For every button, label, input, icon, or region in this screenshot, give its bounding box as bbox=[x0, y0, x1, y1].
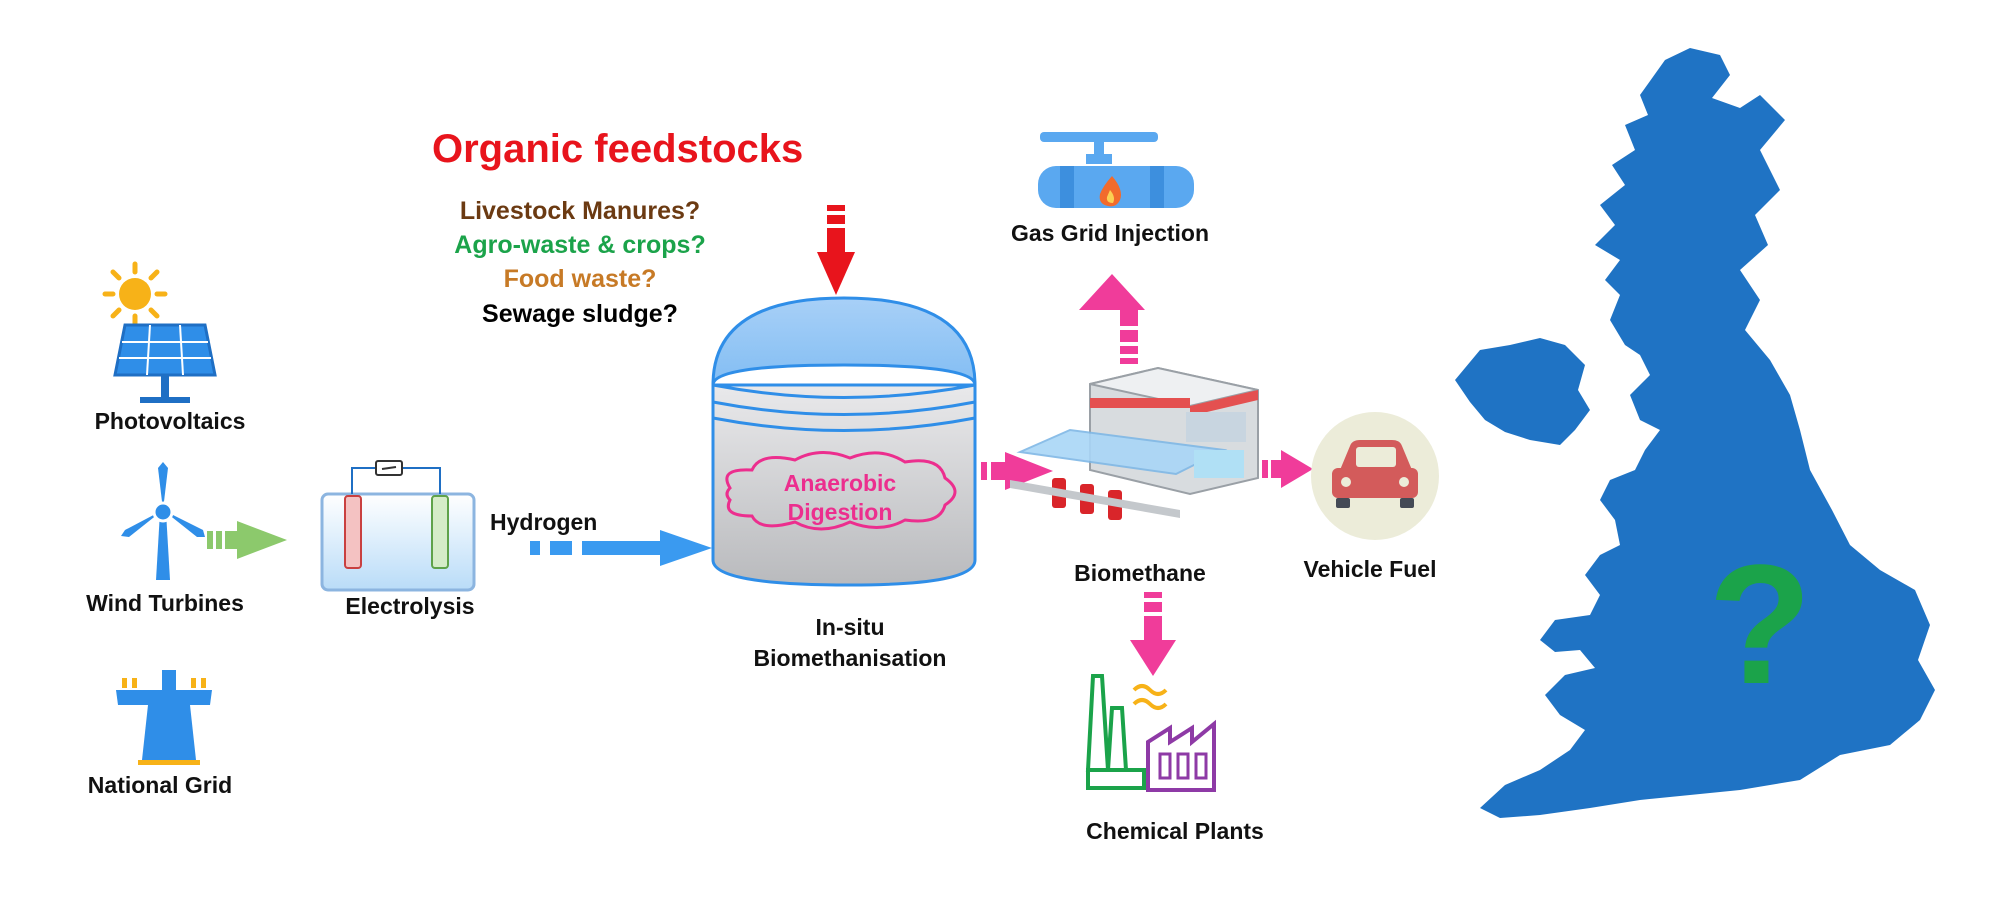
feedstock-item-food: Food waste? bbox=[503, 265, 657, 293]
feedstock-item-manures: Livestock Manures? bbox=[459, 197, 701, 225]
biomethane-to-vehicle-arrow bbox=[1262, 450, 1313, 488]
feedstock-item-agro: Agro-waste & crops? bbox=[454, 231, 706, 259]
wind-to-electrolysis-arrow bbox=[207, 521, 287, 559]
in-situ-caption-line2: Biomethanisation bbox=[753, 645, 947, 671]
chemical-plant-icon bbox=[1085, 674, 1216, 792]
hydrogen-arrow bbox=[530, 530, 712, 566]
pylon-icon bbox=[116, 670, 212, 765]
gas-grid-label: Gas Grid Injection bbox=[1010, 220, 1210, 246]
gas-pipe-icon bbox=[1038, 132, 1194, 208]
uk-question-mark: ? bbox=[1708, 530, 1812, 720]
photovoltaics-label: Photovoltaics bbox=[94, 408, 246, 434]
in-situ-caption-line1: In-situ bbox=[815, 614, 885, 640]
chemical-plants-label: Chemical Plants bbox=[1086, 818, 1264, 844]
vehicle-fuel-label: Vehicle Fuel bbox=[1303, 556, 1437, 582]
electrolysis-icon bbox=[320, 460, 476, 592]
digester-to-biomethane-arrow bbox=[981, 452, 1053, 490]
biomethane-label: Biomethane bbox=[1074, 560, 1206, 586]
digester-tank bbox=[711, 296, 977, 587]
photovoltaics-icon bbox=[102, 261, 217, 403]
feedstock-arrow bbox=[817, 205, 855, 295]
biomethane-to-chemical-arrow bbox=[1130, 592, 1176, 676]
wind-turbines-label: Wind Turbines bbox=[86, 590, 244, 616]
digester-label-line1: Anaerobic bbox=[783, 470, 897, 496]
vehicle-icon bbox=[1311, 412, 1439, 540]
digester-label-line2: Digestion bbox=[787, 499, 893, 525]
hydrogen-label: Hydrogen bbox=[490, 509, 598, 535]
national-grid-label: National Grid bbox=[87, 772, 233, 798]
biomethane-station-icon bbox=[1010, 366, 1259, 520]
electrolysis-label: Electrolysis bbox=[345, 593, 475, 619]
biomethane-to-gas-grid-arrow bbox=[1079, 274, 1145, 364]
page-title: Organic feedstocks bbox=[432, 127, 804, 171]
feedstock-item-sewage: Sewage sludge? bbox=[482, 300, 678, 328]
uk-map bbox=[1455, 48, 1935, 818]
wind-turbine-icon bbox=[121, 462, 205, 580]
